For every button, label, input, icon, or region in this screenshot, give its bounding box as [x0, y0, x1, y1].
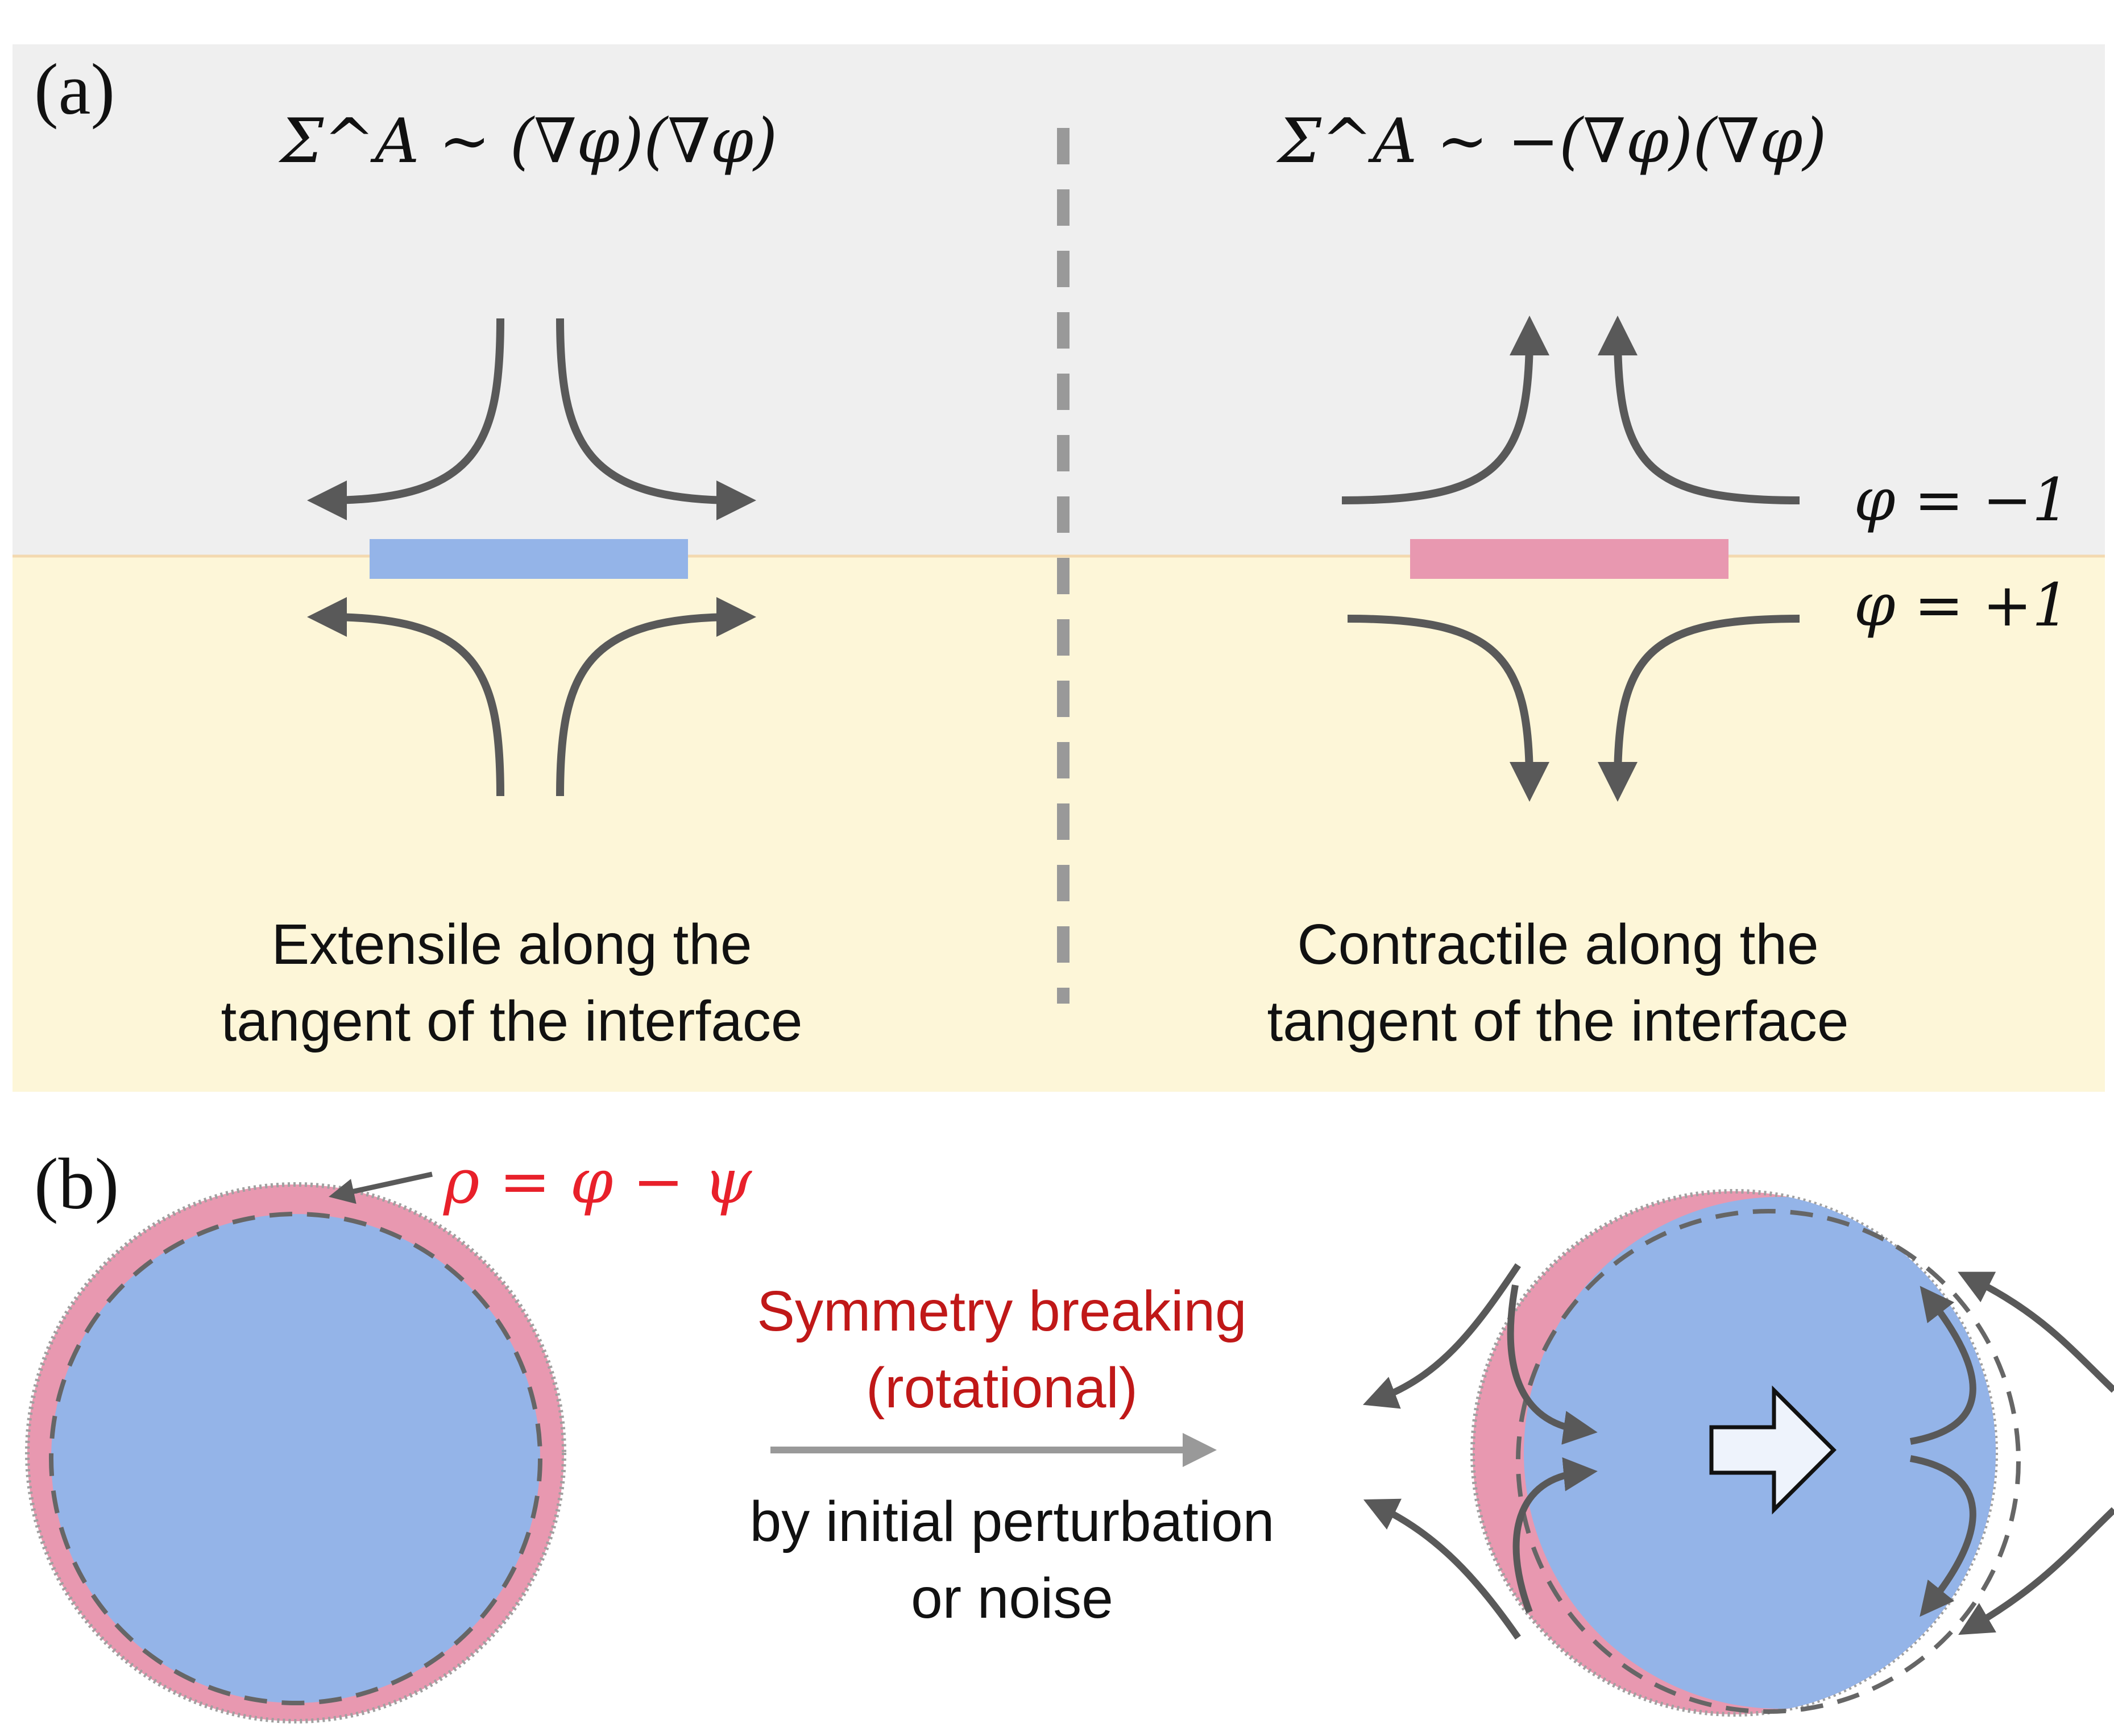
- extensile-flow: [307, 318, 756, 797]
- panel-b: (b) ρ = φ − ψ Symmetry breaking (rotatio…: [25, 1143, 2114, 1723]
- flow-arrow: [556, 597, 756, 797]
- polarized-droplet: [1362, 1189, 2114, 1717]
- flow-arrow: [1362, 1263, 1521, 1409]
- contractile-interface-bar: [1410, 539, 1728, 579]
- left-stress-formula: Σ^A ∼ (∇φ)(∇φ): [278, 106, 778, 177]
- right-stress-formula: Σ^A ∼ −(∇φ)(∇φ): [1275, 106, 1826, 177]
- flow-arrow: [1598, 316, 1800, 504]
- flow-arrow: [1909, 1455, 1976, 1617]
- perturbation-note-line2: or noise: [911, 1567, 1113, 1630]
- rho-formula: ρ = φ − ψ: [443, 1146, 752, 1217]
- flow-arrow: [1512, 1457, 1598, 1614]
- flow-arrow: [1363, 1498, 1521, 1640]
- inner-disc-psi: [51, 1214, 540, 1703]
- shifted-inner-disc-boundary: [1516, 1209, 2021, 1714]
- external-flow: [1362, 1263, 2114, 1640]
- flow-arrow: [1341, 316, 1549, 504]
- phi-top-label: φ = −1: [1854, 465, 2070, 535]
- contractile-caption-line2: tangent of the interface: [1267, 989, 1849, 1053]
- extensile-caption-line2: tangent of the interface: [221, 989, 803, 1053]
- flow-arrow: [556, 318, 756, 520]
- flow-arrow: [1347, 615, 1549, 802]
- symmetric-droplet: [25, 1182, 566, 1723]
- contractile-caption-line1: Contractile along the: [1297, 913, 1818, 976]
- inner-disc-boundary: [49, 1212, 542, 1705]
- contractile-flow: [1341, 316, 1800, 802]
- phi-bottom-label: φ = +1: [1854, 570, 2070, 640]
- rho-pointer-arrow: [329, 1171, 433, 1204]
- flow-arrow: [307, 318, 504, 520]
- panel-a: (a) Σ^A ∼ (∇φ)(∇φ) Σ^A ∼ −(∇φ)(∇φ) φ = −…: [13, 44, 2105, 1092]
- flow-arrow: [1909, 1286, 1976, 1445]
- perturbation-note-line1: by initial perturbation: [750, 1490, 1275, 1553]
- extensile-caption-line1: Extensile along the: [271, 913, 752, 976]
- symmetry-breaking-line2: (rotational): [866, 1356, 1138, 1420]
- flow-arrow: [1958, 1271, 2114, 1393]
- flow-arrow: [307, 597, 504, 797]
- internal-flow: [1507, 1284, 1976, 1617]
- extensile-interface-bar: [370, 539, 688, 579]
- panel-b-label: (b): [34, 1143, 119, 1224]
- flow-arrow: [1598, 615, 1800, 802]
- motion-direction-arrow: [1709, 1385, 1837, 1515]
- symmetry-breaking-line1: Symmetry breaking: [757, 1279, 1246, 1343]
- panel-a-label: (a): [34, 49, 115, 130]
- flow-arrow: [1507, 1284, 1598, 1445]
- flow-arrow: [1958, 1507, 2114, 1635]
